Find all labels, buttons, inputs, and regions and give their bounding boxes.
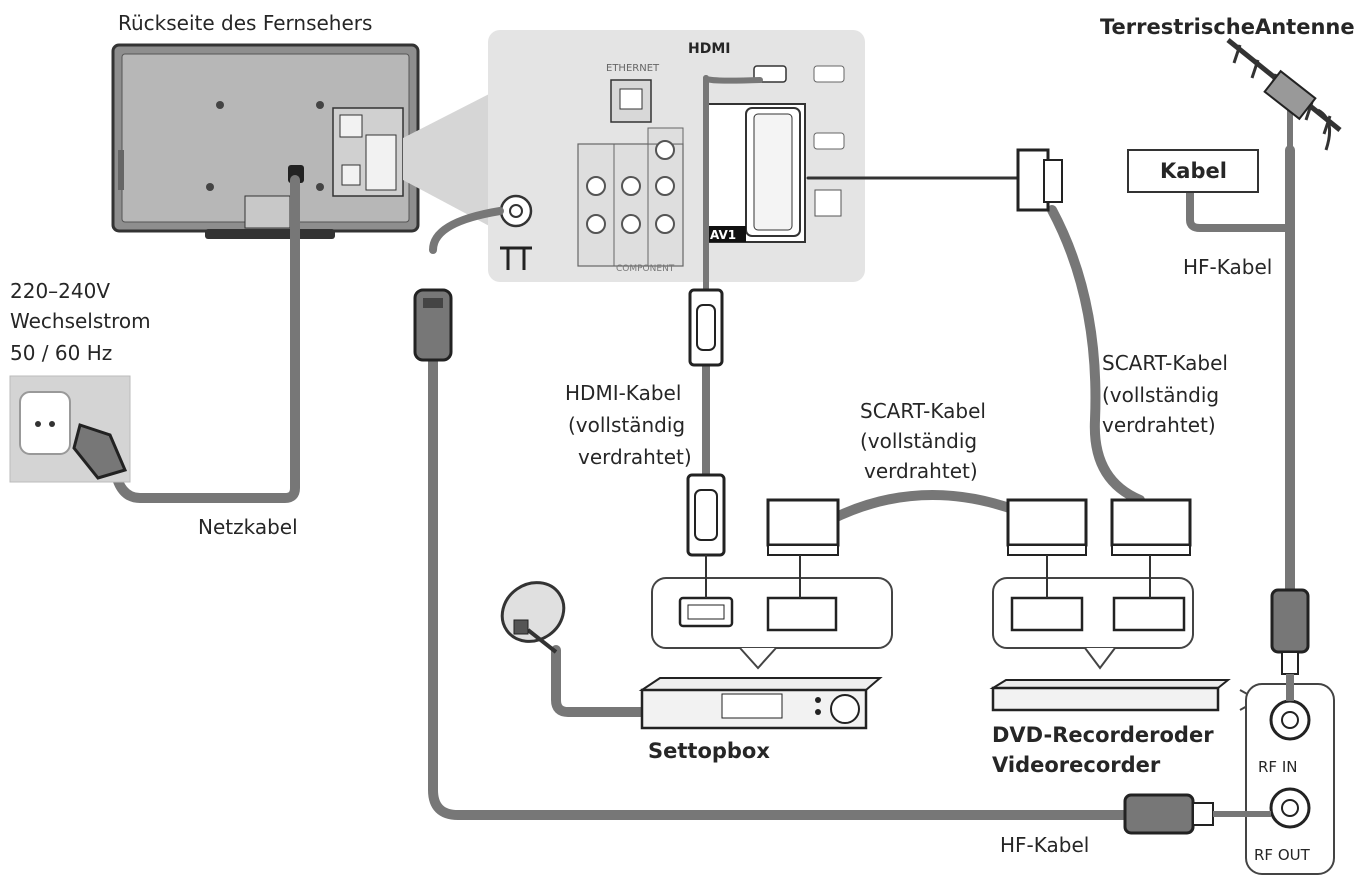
power-frequency-label: 50 / 60 Hz bbox=[10, 341, 113, 365]
hdmi-cable-label-3: verdrahtet) bbox=[578, 445, 692, 469]
rf-out-label: RF OUT bbox=[1254, 846, 1310, 864]
hdmi-cable-label-1: HDMI-Kabel bbox=[565, 381, 682, 405]
wall-socket bbox=[9, 375, 131, 483]
kabel-label: Kabel bbox=[1160, 159, 1227, 183]
settopbox-device bbox=[638, 677, 883, 730]
hf-kabel-top-label: HF-Kabel bbox=[1183, 255, 1273, 279]
settopbox-label: Settopbox bbox=[648, 739, 770, 763]
rf-port-panel bbox=[1213, 674, 1335, 875]
kabel-box bbox=[1127, 149, 1259, 193]
rf-in-label: RF IN bbox=[1258, 758, 1298, 776]
netzkabel-label: Netzkabel bbox=[198, 515, 298, 539]
hf-kabel-bottom-label: HF-Kabel bbox=[1000, 833, 1090, 857]
power-voltage-label: 220–240V bbox=[10, 279, 111, 303]
scart-right-label-1: SCART-Kabel bbox=[1102, 351, 1228, 375]
dvd-label-2: Videorecorder bbox=[992, 753, 1161, 777]
panel-hdmi-label: HDMI bbox=[688, 41, 731, 57]
connectors bbox=[413, 148, 1310, 835]
tv-back-label: Rückseite des Fernsehers bbox=[118, 11, 373, 35]
dvd-recorder-device bbox=[989, 679, 1231, 712]
satellite-dish bbox=[500, 581, 566, 654]
panel-component-label: COMPONENT bbox=[616, 264, 675, 274]
scart-mid-label-3: verdrahtet) bbox=[864, 459, 978, 483]
dvd-ports-callout bbox=[992, 555, 1194, 670]
dvd-label-1: DVD-Recorderoder bbox=[992, 723, 1214, 747]
panel-av1-label: AV1 bbox=[710, 228, 737, 242]
scart-right-label-2: (vollständig bbox=[1102, 383, 1220, 407]
power-type-label: Wechselstrom bbox=[10, 309, 151, 333]
terrestrial-antenna bbox=[1226, 38, 1342, 151]
callout-wedge bbox=[403, 92, 493, 228]
panel-ethernet-label: ETHERNET bbox=[606, 63, 660, 74]
scart-right-label-3: verdrahtet) bbox=[1102, 413, 1216, 437]
settop-ports-callout bbox=[651, 555, 893, 670]
scart-mid-label-2: (vollständig bbox=[860, 429, 978, 453]
antenna-label: TerrestrischeAntenne bbox=[1100, 15, 1355, 39]
cables bbox=[110, 75, 1295, 820]
tv-connector-panel bbox=[488, 30, 865, 282]
tv-back bbox=[111, 43, 420, 239]
scart-mid-label-1: SCART-Kabel bbox=[860, 399, 986, 423]
hdmi-cable-label-2: (vollständig bbox=[568, 413, 686, 437]
